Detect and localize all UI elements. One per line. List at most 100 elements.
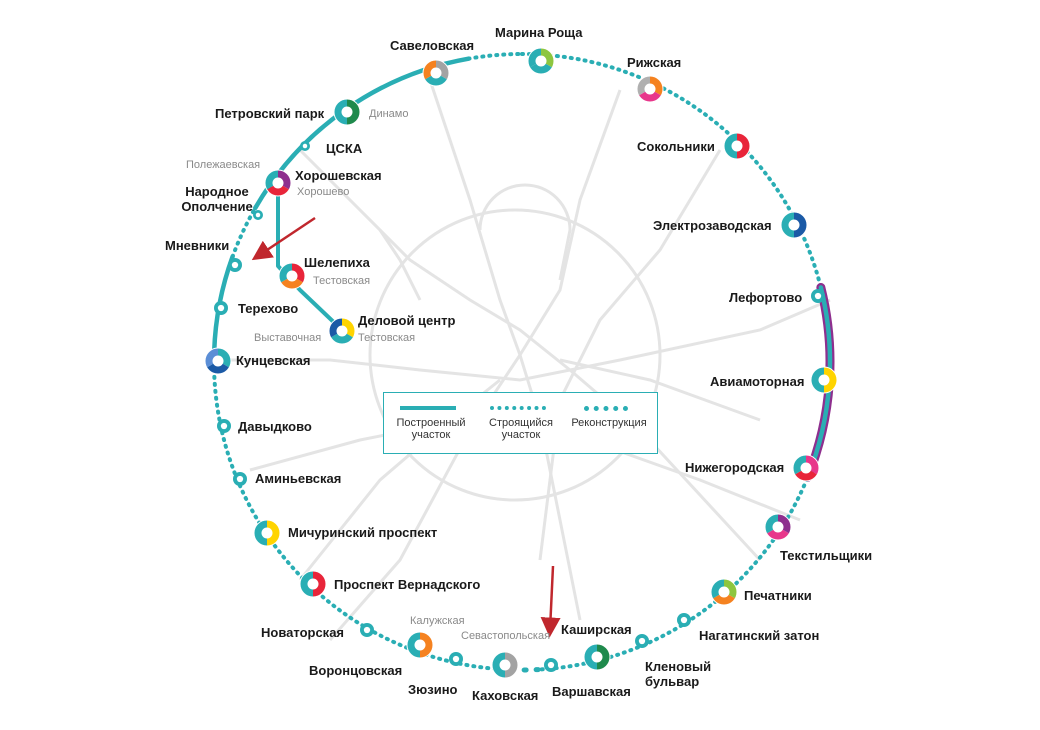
station-dot-center [363, 626, 371, 634]
station-half-right [313, 571, 326, 597]
station-center [212, 355, 224, 367]
station-nagatinsky-zaton [677, 613, 691, 627]
station-sector-2 [638, 89, 662, 102]
station-lefortovo [811, 289, 825, 303]
station-aviamotornaya [810, 366, 838, 394]
map-legend: Построенный участок Строящийся участок Р… [383, 392, 658, 454]
station-sector-2 [424, 73, 448, 87]
station-half-left [492, 652, 505, 678]
station-half-right [737, 133, 750, 159]
label-varshavskaya: Варшавская [552, 684, 631, 699]
route-north-dotted [466, 52, 524, 61]
station-dot-center [302, 143, 308, 149]
legend-reconstruction-label: Реконструкция [571, 417, 647, 429]
label-marina-roshcha: Марина Роща [495, 25, 583, 40]
label-terekhovo: Терехово [238, 301, 299, 316]
station-center [336, 325, 348, 337]
sublabel-kaluzhskaya: Калужская [410, 615, 465, 627]
station-rim [299, 570, 327, 598]
station-dot-center [638, 637, 646, 645]
label-shelepikha: Шелепиха [304, 255, 370, 270]
label-davydkovo: Давыдково [238, 419, 312, 434]
label-sokolniki: Сокольники [637, 139, 715, 154]
station-novatorskaya [360, 623, 374, 637]
legend-under-construction-label: Строящийся участок [489, 417, 553, 441]
station-center [499, 659, 511, 671]
station-dot-center [236, 475, 244, 483]
label-klenovy-bulvar: Кленовый бульвар [645, 659, 712, 689]
legend-built-line [400, 406, 456, 410]
sublabel-testovskaya-2: Тестовская [358, 332, 416, 344]
station-dot-center [255, 212, 261, 218]
station-rim [333, 98, 361, 126]
annotation-arrows [251, 216, 561, 638]
station-prospekt-vernadskogo [299, 570, 327, 598]
station-kuntsevskaya [204, 347, 232, 375]
station-center [591, 651, 603, 663]
legend-under-construction-line [490, 406, 546, 410]
station-dot-center [220, 422, 228, 430]
legend-reconstruction-line [584, 406, 628, 411]
station-half-right [267, 520, 280, 546]
station-dot-center [231, 261, 239, 269]
station-sector-2 [794, 468, 818, 481]
station-half-left [254, 520, 267, 546]
station-rim [264, 169, 292, 197]
station-rim [328, 317, 356, 345]
station-half-left [584, 644, 597, 670]
label-nagatinsky-zaton: Нагатинский затон [699, 628, 820, 643]
station-center [414, 639, 426, 651]
station-center [286, 270, 298, 282]
station-half-right [505, 652, 518, 678]
station-dot-center [452, 655, 460, 663]
label-zyuzino: Зюзино [408, 682, 458, 697]
station-dot-center [547, 661, 555, 669]
station-rim [636, 75, 664, 103]
station-zyuzino [449, 652, 463, 666]
label-elektrozavodskaya: Электрозаводская [653, 218, 772, 233]
label-aviamotornaya: Авиамоторная [710, 374, 805, 389]
sublabel-vystavochnaya: Выставочная [254, 332, 322, 344]
station-dot-center [814, 292, 822, 300]
station-center [772, 521, 784, 533]
station-kashirskaya [583, 643, 611, 671]
station-narodnoe-opolchenie [253, 210, 263, 220]
station-center [430, 67, 442, 79]
station-center [341, 106, 353, 118]
label-kuntsevskaya: Кунцевская [236, 353, 311, 368]
background-metro-network [230, 79, 831, 641]
label-rizhskaya: Рижская [627, 55, 682, 70]
legend-under-construction: Строящийся участок [476, 393, 566, 453]
station-center [644, 83, 656, 95]
station-sector-2 [529, 61, 553, 74]
station-center [272, 177, 284, 189]
station-varshavskaya [544, 658, 558, 672]
label-petrovsky-park: Петровский парк [215, 106, 325, 121]
label-pechatniki: Печатники [744, 588, 812, 603]
legend-built: Построенный участок [386, 393, 476, 453]
station-savelovskaya [422, 59, 450, 87]
station-half-left [724, 133, 737, 159]
station-rim [810, 366, 838, 394]
label-vorontsovskaya: Воронцовская [309, 663, 403, 678]
label-savelovskaya: Савеловская [390, 38, 475, 53]
station-sector-2 [330, 331, 354, 345]
station-half-right [347, 99, 360, 125]
station-rizhskaya [636, 75, 664, 103]
station-rim [491, 651, 519, 679]
station-center [307, 578, 319, 590]
station-center [800, 462, 812, 474]
station-half-left [811, 367, 824, 393]
label-khoroshevskaya: Хорошевская [295, 168, 382, 183]
station-center [261, 527, 273, 539]
label-mnevniki: Мневники [165, 238, 230, 253]
station-petrovsky-park [333, 98, 361, 126]
station-rim [583, 643, 611, 671]
station-center [718, 586, 730, 598]
station-khoroshevskaya [264, 169, 292, 197]
station-center [535, 55, 547, 67]
station-sokolniki [723, 132, 751, 160]
station-marina-roshcha [527, 47, 555, 75]
station-rim [278, 262, 306, 290]
station-rim [253, 519, 281, 547]
